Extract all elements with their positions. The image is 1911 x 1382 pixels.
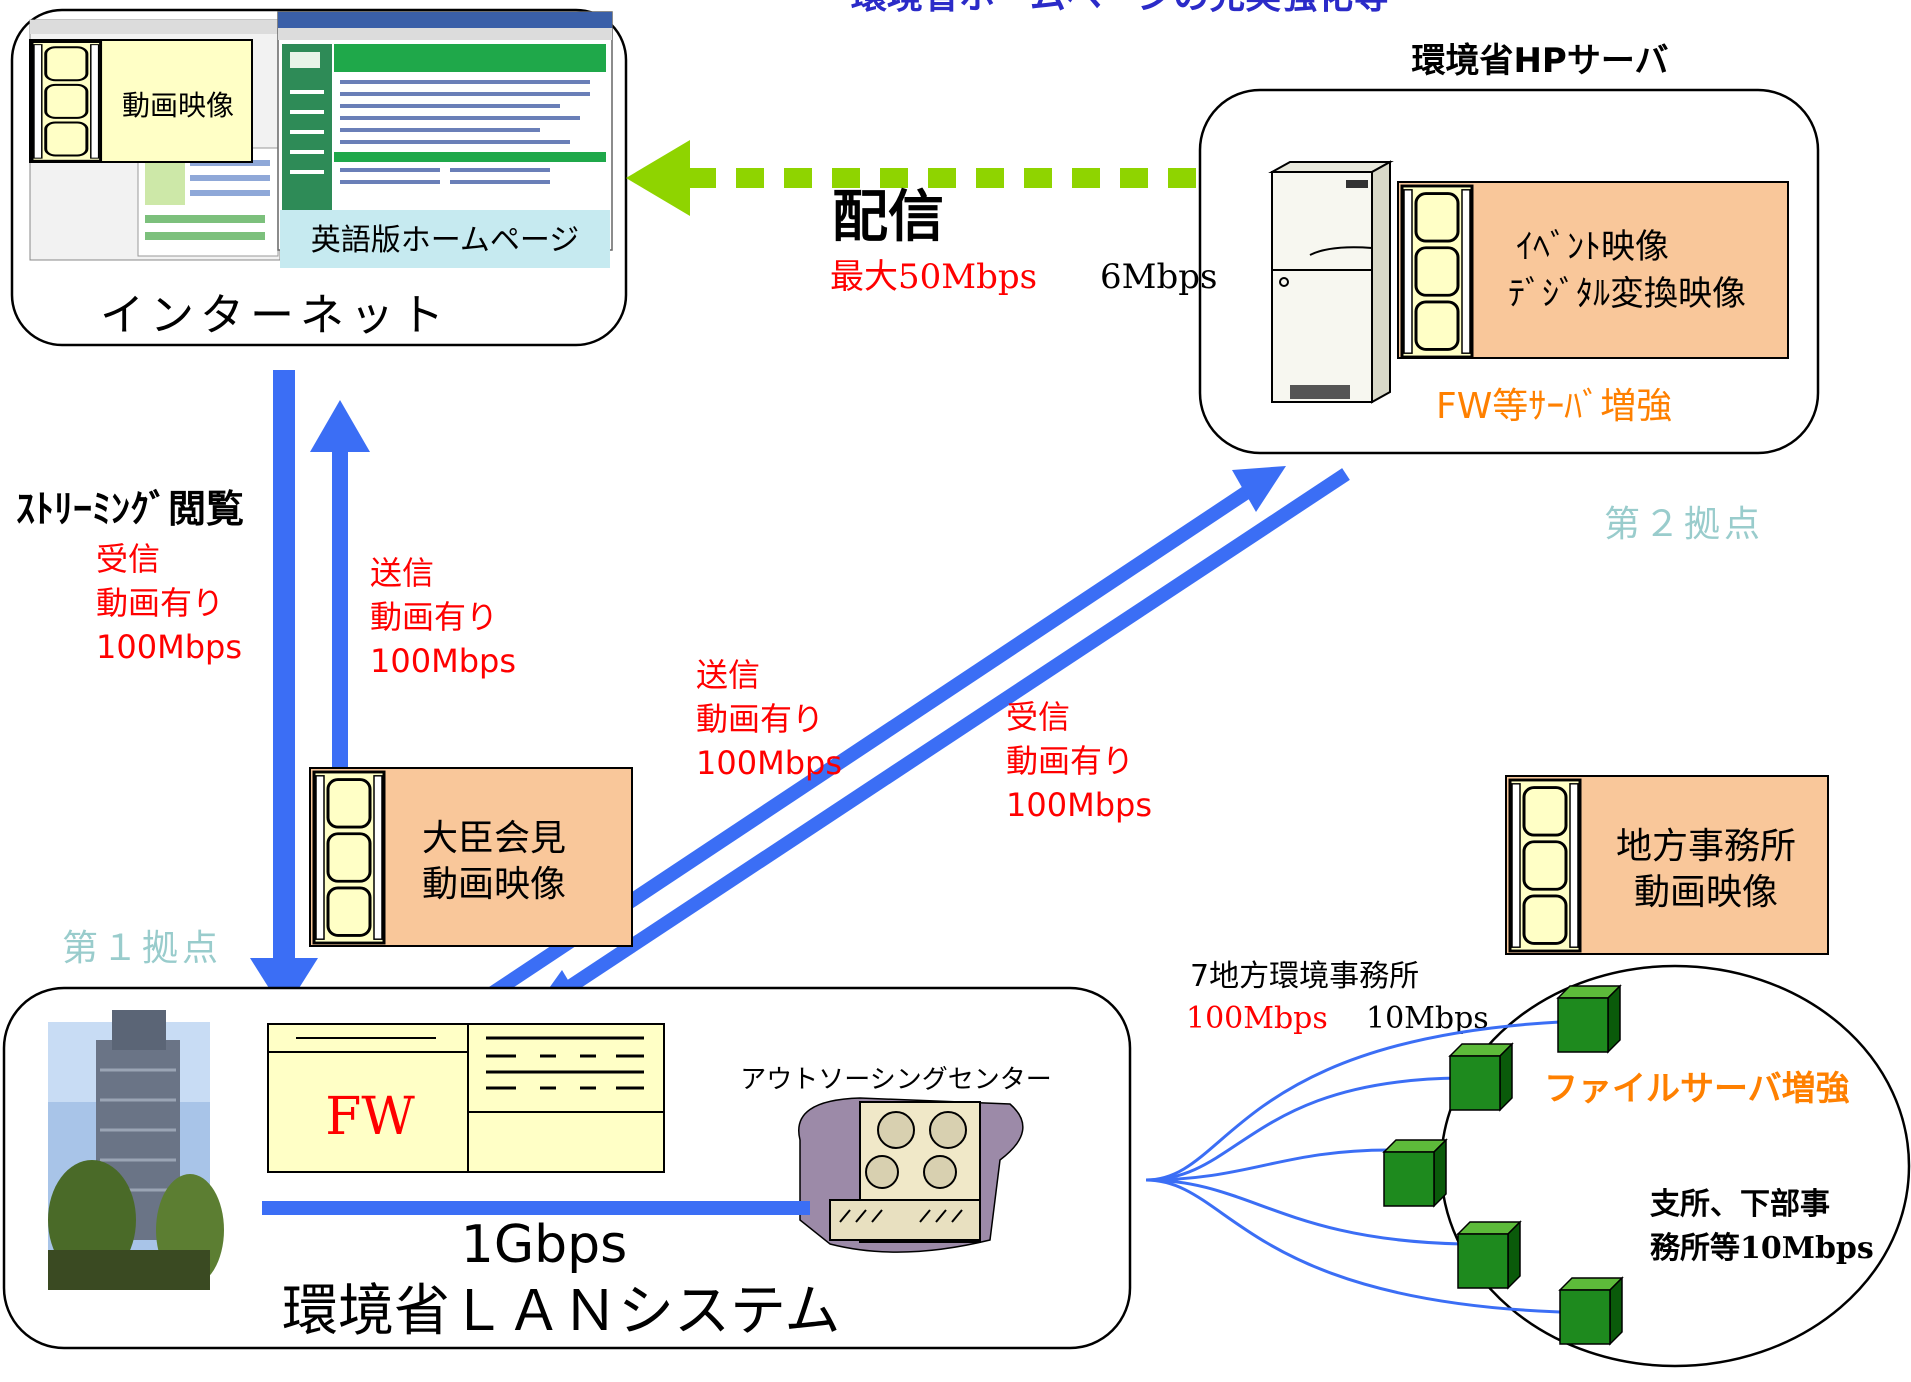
site2-label: 第２拠点 [1604, 504, 1764, 545]
streaming-recv-line2: 動画有り [96, 584, 224, 622]
page-title: 環境省ホームページの充実強化等 [851, 0, 1389, 17]
distribution-max-bandwidth: 最大50Mbps [830, 257, 1037, 297]
distribution-label: 配信 [832, 185, 944, 250]
english-page-label: 英語版ホームページ [311, 223, 580, 258]
english-page-tag [280, 210, 610, 268]
site2-recv-line1: 受信 [1006, 698, 1070, 736]
regional-offices-label: 7地方環境事務所 [1190, 959, 1419, 994]
site2-recv-line3: 100Mbps [1006, 786, 1152, 824]
streaming-title: ｽﾄﾘｰﾐﾝｸﾞ閲覧 [16, 487, 244, 531]
regional-film-icon [1508, 778, 1582, 953]
site2-send-line1: 送信 [696, 656, 760, 694]
distribution-current-bandwidth: 6Mbps [1100, 257, 1217, 297]
site2-recv-arrow [532, 468, 1350, 1012]
ministry-building-photo [48, 1010, 224, 1290]
regional-branch-line2: 務所等10Mbps [1650, 1231, 1874, 1266]
streaming-send-line3: 100Mbps [370, 642, 516, 680]
hp-server-film-line2: ﾃﾞｼﾞﾀﾙ変換映像 [1508, 274, 1746, 314]
fw-label: FW [325, 1087, 415, 1147]
internet-film-icon [30, 40, 103, 163]
streaming-up-arrow [310, 400, 370, 770]
outsourcing-label: アウトソーシングセンター [740, 1065, 1051, 1095]
regional-fanout-lines [1145, 1020, 1561, 1314]
streaming-recv-line1: 受信 [96, 540, 160, 578]
lan-bandwidth: 1Gbps [461, 1215, 628, 1275]
regional-branch-line1: 支所、下部事 [1650, 1187, 1830, 1222]
internet-label: インターネット [100, 290, 450, 341]
regional-server-cube-3 [1383, 1139, 1447, 1207]
outsourcing-tape-machine-icon [798, 1097, 1024, 1253]
regional-video-line2: 動画映像 [1634, 872, 1778, 913]
regional-upgrade: ファイルサーバ増強 [1544, 1069, 1850, 1109]
lan-title: 環境省ＬＡＮシステム [282, 1279, 840, 1344]
regional-video-line1: 地方事務所 [1616, 826, 1796, 867]
hp-server-upgrade: FW等ｻｰﾊﾞ増強 [1436, 386, 1672, 427]
hp-server-title: 環境省HPサーバ [1411, 41, 1668, 81]
streaming-send-line1: 送信 [370, 554, 434, 592]
site1-label: 第１拠点 [62, 928, 222, 969]
internet-video-label: 動画映像 [122, 89, 234, 122]
site2-send-line2: 動画有り [696, 700, 824, 738]
site2-send-line3: 100Mbps [696, 744, 842, 782]
regional-server-cube-4 [1457, 1221, 1521, 1289]
regional-bw-new: 100Mbps [1186, 1001, 1328, 1036]
regional-server-cube-1 [1557, 985, 1621, 1053]
regional-server-cube-2 [1449, 1043, 1513, 1111]
streaming-recv-line3: 100Mbps [96, 628, 242, 666]
hp-server-film-line1: ｲﾍﾞﾝﾄ映像 [1516, 227, 1669, 267]
server-tower-icon [1268, 160, 1394, 404]
firewall-device [267, 1023, 665, 1173]
streaming-send-line2: 動画有り [370, 598, 498, 636]
distribution-arrowhead [626, 140, 690, 216]
regional-server-cube-5 [1559, 1277, 1623, 1345]
site2-recv-line2: 動画有り [1006, 742, 1134, 780]
minister-video-line1: 大臣会見 [422, 818, 566, 859]
streaming-down-arrow [250, 370, 318, 1012]
hp-server-film-icon [1400, 184, 1474, 359]
minister-film-icon [312, 770, 386, 945]
minister-video-line2: 動画映像 [422, 864, 566, 905]
